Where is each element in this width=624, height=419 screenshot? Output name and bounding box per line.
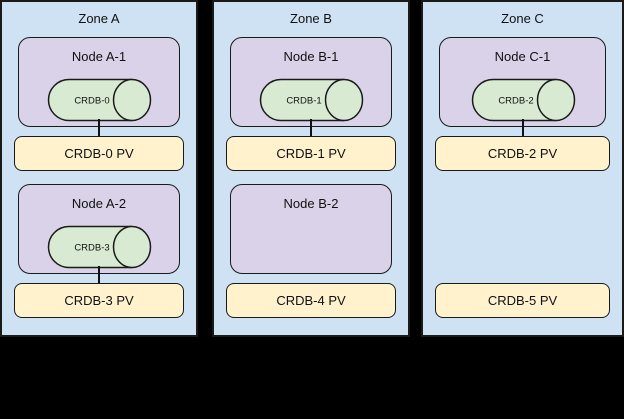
node-b1: Node B-1 CRDB-1	[230, 37, 392, 127]
crdb-4-pv-label: CRDB-4 PV	[276, 293, 346, 308]
zone-a: Zone A Node A-1 CRDB-0 CRDB-0 PV Node A-…	[0, 0, 198, 337]
crdb-1-cylinder-icon: CRDB-1	[259, 78, 364, 122]
crdb-0-pv-label: CRDB-0 PV	[64, 146, 134, 161]
crdb-2-cylinder-icon: CRDB-2	[471, 78, 575, 122]
zone-b: Zone B Node B-1 CRDB-1 CRDB-1 PV Node B-…	[212, 0, 410, 337]
node-b2: Node B-2	[230, 184, 392, 274]
connector-a1-to-pv	[98, 119, 100, 137]
zone-b-label: Zone B	[290, 11, 332, 26]
crdb-3-pv-label: CRDB-3 PV	[64, 293, 134, 308]
crdb-1-pv-label: CRDB-1 PV	[276, 146, 346, 161]
crdb-0-cylinder-icon: CRDB-0	[47, 78, 152, 122]
crdb-4-pv-box: CRDB-4 PV	[226, 283, 396, 318]
crdb-2-pv-box: CRDB-2 PV	[435, 136, 610, 171]
crdb-0-pod-label: CRDB-0	[74, 96, 109, 107]
node-c1-label: Node C-1	[494, 49, 551, 64]
crdb-3-pod-label: CRDB-3	[74, 243, 109, 254]
zone-c-label: Zone C	[501, 11, 544, 26]
crdb-3-pv-box: CRDB-3 PV	[14, 283, 184, 318]
crdb-1-pod-label: CRDB-1	[286, 96, 321, 107]
connector-c1-to-pv	[521, 119, 524, 137]
crdb-3-cylinder-icon: CRDB-3	[47, 225, 152, 269]
node-a2-label: Node A-2	[71, 196, 127, 211]
zone-a-label: Zone A	[78, 11, 120, 26]
zone-c: Zone C Node C-1 CRDB-2 CRDB-2 PV CRDB-5 …	[421, 0, 624, 337]
node-a1-label: Node A-1	[71, 49, 127, 64]
node-a2: Node A-2 CRDB-3	[18, 184, 180, 274]
connector-a2-to-pv	[98, 266, 100, 284]
crdb-1-pv-box: CRDB-1 PV	[226, 136, 396, 171]
crdb-0-pv-box: CRDB-0 PV	[14, 136, 184, 171]
connector-b1-to-pv	[310, 119, 312, 137]
crdb-5-pv-box: CRDB-5 PV	[435, 283, 610, 318]
crdb-2-pv-label: CRDB-2 PV	[487, 146, 558, 161]
crdb-2-pod-label: CRDB-2	[498, 96, 533, 107]
node-b2-label: Node B-2	[283, 196, 339, 211]
node-b1-label: Node B-1	[283, 49, 339, 64]
node-a1: Node A-1 CRDB-0	[18, 37, 180, 127]
node-c1: Node C-1 CRDB-2	[439, 37, 606, 127]
crdb-5-pv-label: CRDB-5 PV	[487, 293, 558, 308]
